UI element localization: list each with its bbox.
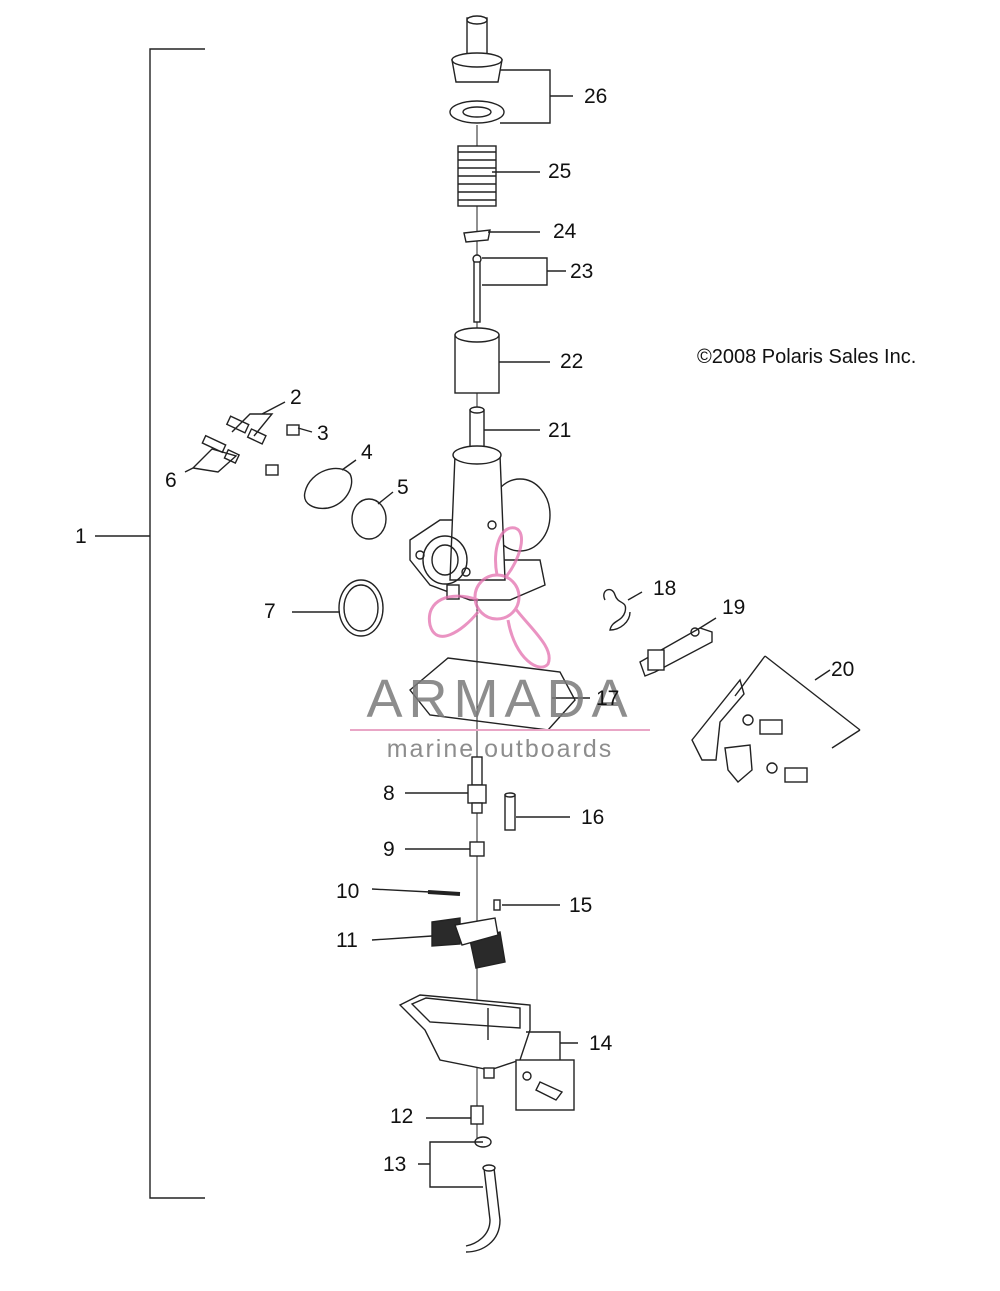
callout-26: 26 bbox=[584, 85, 608, 108]
leader-13 bbox=[418, 1141, 483, 1188]
callout-1: 1 bbox=[75, 525, 87, 548]
watermark-tagline: marine outboards bbox=[386, 735, 614, 763]
leader-18 bbox=[627, 591, 643, 601]
callout-25: 25 bbox=[548, 160, 572, 183]
throttle-bracket-part bbox=[691, 678, 808, 783]
leader-19 bbox=[699, 617, 717, 629]
callout-17: 17 bbox=[596, 687, 620, 710]
main-jet-part bbox=[467, 756, 487, 814]
needle-part bbox=[472, 254, 482, 323]
armada-logo-watermark bbox=[427, 526, 551, 669]
callout-7: 7 bbox=[264, 600, 276, 623]
callout-13: 13 bbox=[383, 1153, 407, 1176]
callout-3: 3 bbox=[317, 422, 329, 445]
cover-part bbox=[303, 467, 353, 510]
callout-22: 22 bbox=[560, 350, 584, 373]
callout-2: 2 bbox=[290, 386, 302, 409]
pilot-jet-part bbox=[504, 792, 516, 831]
spring-part bbox=[457, 145, 497, 207]
callout-16: 16 bbox=[581, 806, 605, 829]
leader-6 bbox=[184, 448, 238, 473]
callout-19: 19 bbox=[722, 596, 746, 619]
watermark-brand: ARMADA bbox=[366, 669, 634, 729]
assembly-bracket bbox=[149, 48, 205, 1199]
hose-part bbox=[465, 1136, 501, 1253]
top-cap-part bbox=[449, 15, 505, 124]
leader-20 bbox=[734, 655, 861, 749]
leader-4 bbox=[341, 459, 357, 471]
callout-24: 24 bbox=[553, 220, 577, 243]
callout-15: 15 bbox=[569, 894, 593, 917]
callout-9: 9 bbox=[383, 838, 395, 861]
float-pin-part bbox=[427, 890, 461, 896]
o-ring-part-5 bbox=[351, 498, 387, 540]
lever-part bbox=[639, 627, 713, 677]
carburetor-body-part bbox=[409, 445, 551, 601]
callout-12: 12 bbox=[390, 1105, 414, 1128]
screw-part-2 bbox=[225, 415, 267, 445]
jet-holder-part bbox=[469, 406, 485, 453]
callout-6: 6 bbox=[165, 469, 177, 492]
callout-10: 10 bbox=[336, 880, 360, 903]
float-part bbox=[431, 917, 506, 969]
float-bowl-part bbox=[398, 994, 531, 1079]
leader-14 bbox=[526, 1031, 578, 1060]
needle-valve-part bbox=[493, 899, 501, 911]
leader-10 bbox=[371, 888, 431, 893]
callout-21: 21 bbox=[548, 419, 572, 442]
leader-5 bbox=[377, 491, 394, 505]
slide-part bbox=[454, 327, 500, 394]
plug-part-3 bbox=[265, 424, 300, 476]
gasket-ring-part bbox=[338, 579, 384, 637]
clip-part bbox=[463, 229, 491, 243]
callout-14: 14 bbox=[589, 1032, 613, 1055]
washer-part-9 bbox=[469, 841, 485, 857]
callout-4: 4 bbox=[361, 441, 373, 464]
watermark-divider bbox=[350, 729, 650, 731]
callout-18: 18 bbox=[653, 577, 677, 600]
leader-26 bbox=[500, 69, 573, 124]
fitting-part bbox=[470, 1105, 484, 1125]
screw-part-6 bbox=[201, 434, 241, 464]
callout-11: 11 bbox=[336, 929, 358, 952]
leader-2 bbox=[231, 401, 286, 437]
leader-23 bbox=[482, 257, 566, 286]
drain-screw-kit-part bbox=[515, 1059, 575, 1111]
copyright-text: ©2008 Polaris Sales Inc. bbox=[697, 346, 917, 368]
callout-8: 8 bbox=[383, 782, 395, 805]
callout-5: 5 bbox=[397, 476, 409, 499]
callout-20: 20 bbox=[831, 658, 855, 681]
torsion-spring-part bbox=[603, 588, 631, 631]
leader-11 bbox=[371, 935, 433, 941]
callout-23: 23 bbox=[570, 260, 594, 283]
leader-3 bbox=[297, 427, 313, 433]
bowl-gasket-part bbox=[409, 657, 576, 731]
